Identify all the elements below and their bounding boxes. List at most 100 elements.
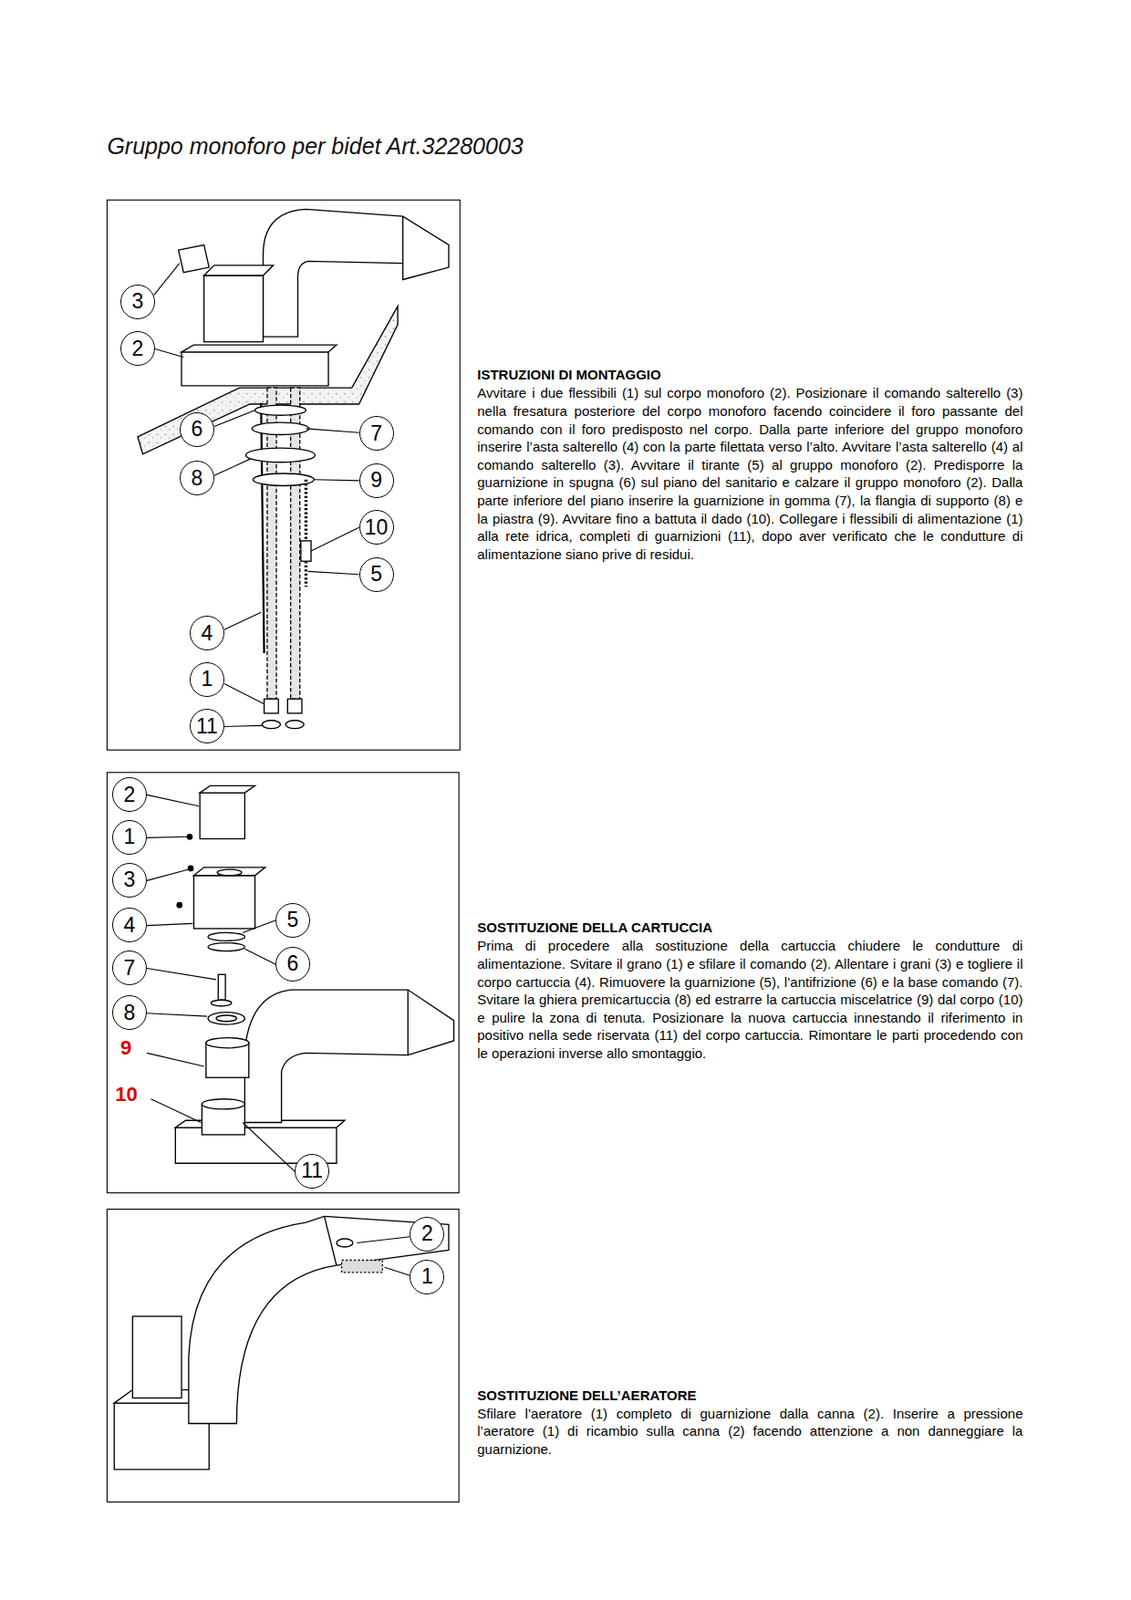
callout-circle: 4 <box>112 907 147 943</box>
leader-line <box>313 479 359 481</box>
leader-line <box>154 263 360 727</box>
panel-frame <box>106 1209 459 1503</box>
callout-circle: 8 <box>179 460 215 496</box>
leader-line <box>224 725 262 727</box>
leader-line <box>356 1236 410 1244</box>
callout-number: 2 <box>421 1223 434 1245</box>
callout-circle: 1 <box>112 819 147 855</box>
callout-circle: 11 <box>294 1153 330 1189</box>
cartridge-exploded <box>201 1099 245 1110</box>
spout-drawing <box>188 1215 449 1423</box>
leader-line <box>224 683 265 704</box>
spout-drawing <box>132 1316 182 1398</box>
callout-number: 8 <box>124 1002 136 1024</box>
callout-circle: 1 <box>409 1259 445 1295</box>
section-heading: SOSTITUZIONE DELL’AERATORE <box>477 1386 1023 1404</box>
screw-symbol <box>187 865 195 872</box>
faucet-assembly <box>255 404 307 416</box>
cartridge-exploded <box>207 1012 245 1025</box>
callout-circle: 6 <box>275 946 311 982</box>
leader-line <box>356 1236 410 1277</box>
faucet-assembly <box>245 447 315 463</box>
leader-line <box>146 968 217 980</box>
section-heading: ISTRUZIONI DI MONTAGGIO <box>477 365 1023 384</box>
cartridge-exploded <box>193 875 255 929</box>
leader-line <box>305 428 359 433</box>
page-title: Gruppo monoforo per bidet Art.32280003 <box>106 133 523 160</box>
leader-line <box>150 1099 201 1123</box>
screw-symbol <box>176 833 194 909</box>
callout-circle: 7 <box>112 950 147 986</box>
spout-drawing <box>114 1215 449 1469</box>
callout-circle: 9 <box>359 463 395 499</box>
callout-number: 10 <box>364 517 389 539</box>
cartridge-exploded <box>207 932 245 941</box>
spout-drawing <box>342 1259 384 1272</box>
callout-number: 8 <box>190 467 203 489</box>
faucet-assembly <box>251 422 310 435</box>
leader-line <box>242 920 276 933</box>
callout-number: 5 <box>286 909 299 931</box>
callout-circle: 5 <box>359 557 395 592</box>
callout-circle: 8 <box>112 995 147 1030</box>
callout-number: 4 <box>124 914 136 936</box>
callout-circle: 2 <box>112 777 147 812</box>
leader-line <box>244 948 276 965</box>
leader-line <box>146 1052 205 1067</box>
callout-number: 7 <box>124 957 136 979</box>
faucet-assembly <box>264 698 280 714</box>
callout-number: 9 <box>120 1037 132 1059</box>
cartridge-exploded <box>193 867 265 876</box>
leader-line <box>214 410 256 427</box>
callout-circle: 11 <box>189 708 225 744</box>
instruction-text: Avvitare i due flessibili (1) sul corpo … <box>477 383 1023 563</box>
callout-number: 10 <box>114 1084 137 1105</box>
callout-number: 6 <box>190 418 203 440</box>
leader-line <box>214 458 250 476</box>
callout-circle: 5 <box>275 902 311 938</box>
screw-symbol <box>176 902 183 909</box>
callout-number: 11 <box>300 1160 323 1182</box>
leader-line <box>154 263 180 296</box>
callout-number: 1 <box>421 1265 434 1287</box>
screw-symbol <box>186 833 194 841</box>
callout-number: 11 <box>196 715 218 737</box>
callout-circle: 7 <box>359 415 395 451</box>
leader-line <box>146 794 295 1172</box>
cartridge-exploded <box>244 989 454 1122</box>
faucet-assembly <box>262 208 448 337</box>
cartridge-exploded <box>199 792 245 839</box>
faucet-assembly <box>181 344 337 353</box>
leader-line <box>308 570 360 574</box>
leader-line <box>242 1121 295 1172</box>
cartridge-exploded <box>217 974 226 1000</box>
callout-number: 1 <box>201 668 214 690</box>
instruction-text: Sfilare l’aeratore (1) completo di guarn… <box>477 1404 1023 1459</box>
callout-number: 1 <box>124 826 136 848</box>
faucet-assembly <box>178 244 210 272</box>
faucet-assembly <box>287 698 302 714</box>
callout-circle: 1 <box>189 662 225 697</box>
callout-number: 3 <box>124 869 136 891</box>
panel-frame <box>106 199 460 750</box>
cartridge-exploded <box>207 943 245 952</box>
cartridge-exploded <box>210 999 231 1007</box>
callout-number: 4 <box>201 622 214 644</box>
spout-drawing <box>336 1238 353 1247</box>
faucet-assembly <box>304 479 308 587</box>
cartridge-exploded <box>217 869 242 876</box>
faucet-assembly <box>137 208 449 728</box>
leader-line <box>384 1266 411 1276</box>
cartridge-exploded <box>199 785 255 793</box>
faucet-assembly <box>261 720 281 729</box>
faucet-assembly <box>204 265 274 276</box>
cartridge-exploded <box>206 1037 250 1048</box>
faucet-assembly <box>181 352 329 386</box>
panel-frame <box>106 772 459 1194</box>
callout-circle: 2 <box>120 331 156 366</box>
faucet-assembly <box>204 275 264 343</box>
leader-line <box>146 923 193 925</box>
leader-line <box>146 836 189 838</box>
